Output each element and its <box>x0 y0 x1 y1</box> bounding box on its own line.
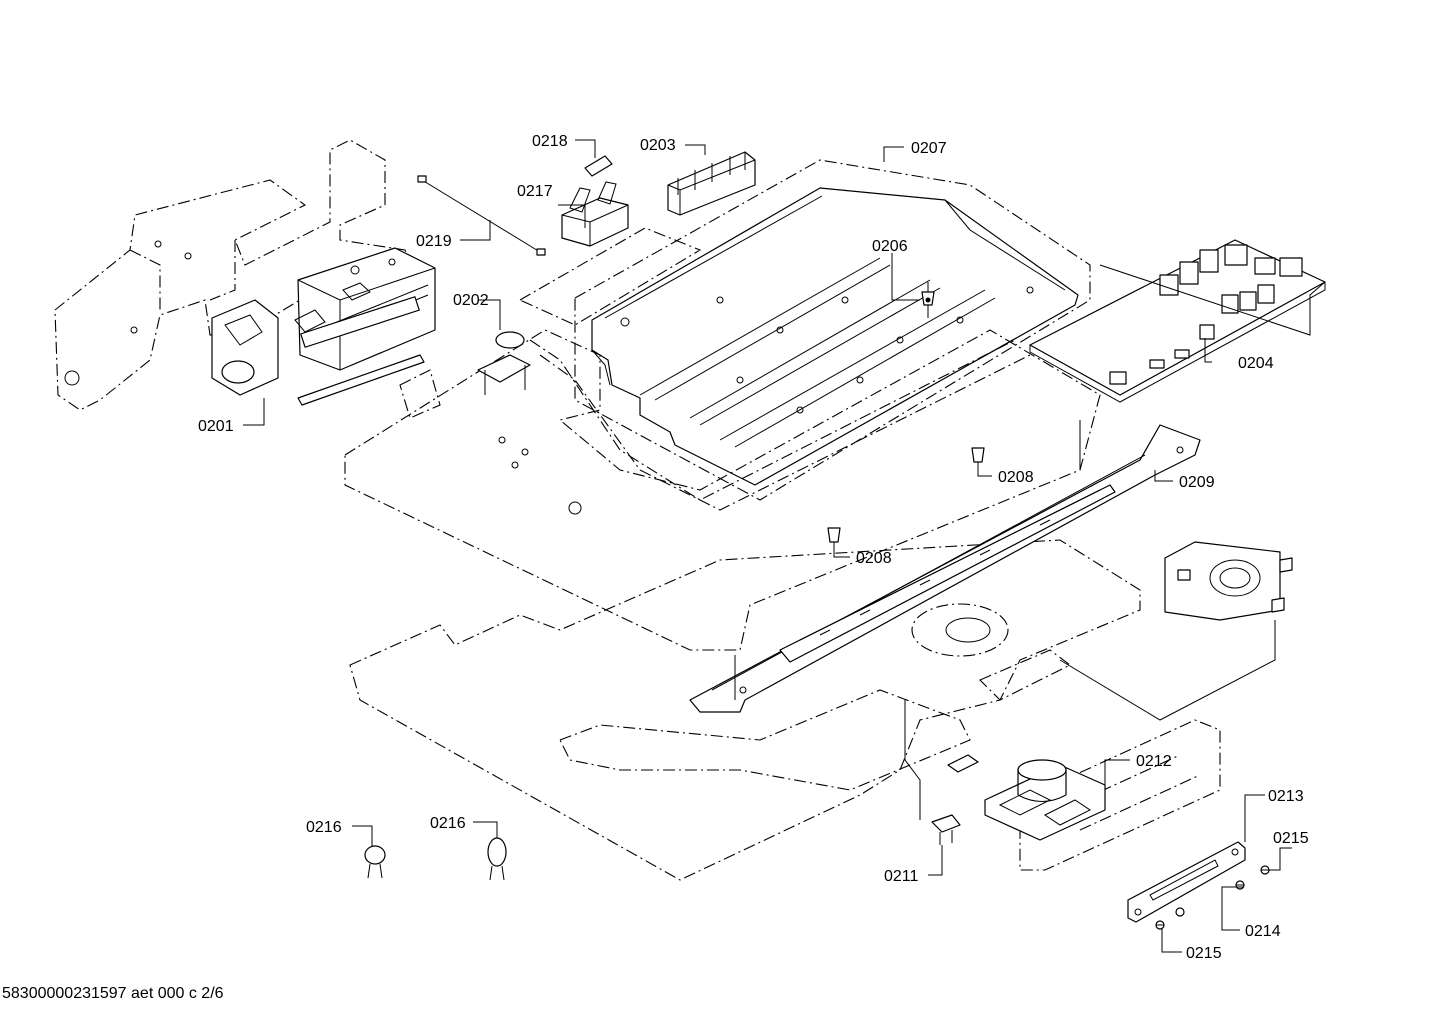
callout-0218: 0218 <box>532 133 568 150</box>
callout-0216-left: 0216 <box>306 819 342 836</box>
foot-right <box>487 837 507 881</box>
fan-motor-assembly <box>211 247 436 406</box>
thermostat <box>477 331 531 395</box>
callout-0215-upper: 0215 <box>1273 830 1309 847</box>
callout-0204: 0204 <box>1238 355 1274 372</box>
callout-0216-right: 0216 <box>430 815 466 832</box>
mounting-rail <box>689 424 1201 713</box>
callout-0201: 0201 <box>198 418 234 435</box>
callout-0219: 0219 <box>416 233 452 250</box>
support-plate <box>591 187 1079 486</box>
callout-0208-upper: 0208 <box>998 469 1034 486</box>
callout-0209: 0209 <box>1179 474 1215 491</box>
drawing-number: 58300000231597 aet 000 c 2/6 <box>2 985 224 1002</box>
callout-0217: 0217 <box>517 183 553 200</box>
callout-0215-lower: 0215 <box>1186 945 1222 962</box>
leader-lines <box>243 139 1326 953</box>
callout-0206: 0206 <box>872 238 908 255</box>
hinge-bracket <box>1127 841 1246 923</box>
callout-0208-lower: 0208 <box>856 550 892 567</box>
fuse <box>584 155 613 177</box>
cover-plate <box>1164 541 1293 621</box>
callout-0211: 0211 <box>884 868 919 885</box>
door-lock-assembly <box>947 754 1106 841</box>
switch <box>931 814 961 845</box>
spacer-clip <box>921 282 935 318</box>
spacer-upper <box>971 447 985 470</box>
oven-frame-outline <box>344 227 1221 881</box>
top-cover-outline <box>574 159 1091 501</box>
terminal-block <box>667 151 756 216</box>
left-housing-outline <box>54 139 421 411</box>
screw-0215-lower <box>1155 920 1165 930</box>
screw-0214 <box>1235 880 1245 890</box>
screw-0214-second <box>1175 907 1185 917</box>
foot-left <box>364 845 386 879</box>
callout-0207: 0207 <box>911 140 947 157</box>
screw-0215-upper <box>1260 865 1270 875</box>
callout-0213: 0213 <box>1268 788 1304 805</box>
callout-0212: 0212 <box>1136 753 1172 770</box>
callout-0202: 0202 <box>453 292 489 309</box>
fuse-holder <box>561 181 629 247</box>
callout-0214: 0214 <box>1245 923 1281 940</box>
spacer-lower <box>827 527 841 552</box>
callout-labels: 0201 0202 0203 0204 0206 0207 0208 0208 … <box>198 133 1309 962</box>
control-board <box>1029 239 1326 403</box>
callout-0203: 0203 <box>640 137 676 154</box>
wire-harness <box>417 175 546 256</box>
